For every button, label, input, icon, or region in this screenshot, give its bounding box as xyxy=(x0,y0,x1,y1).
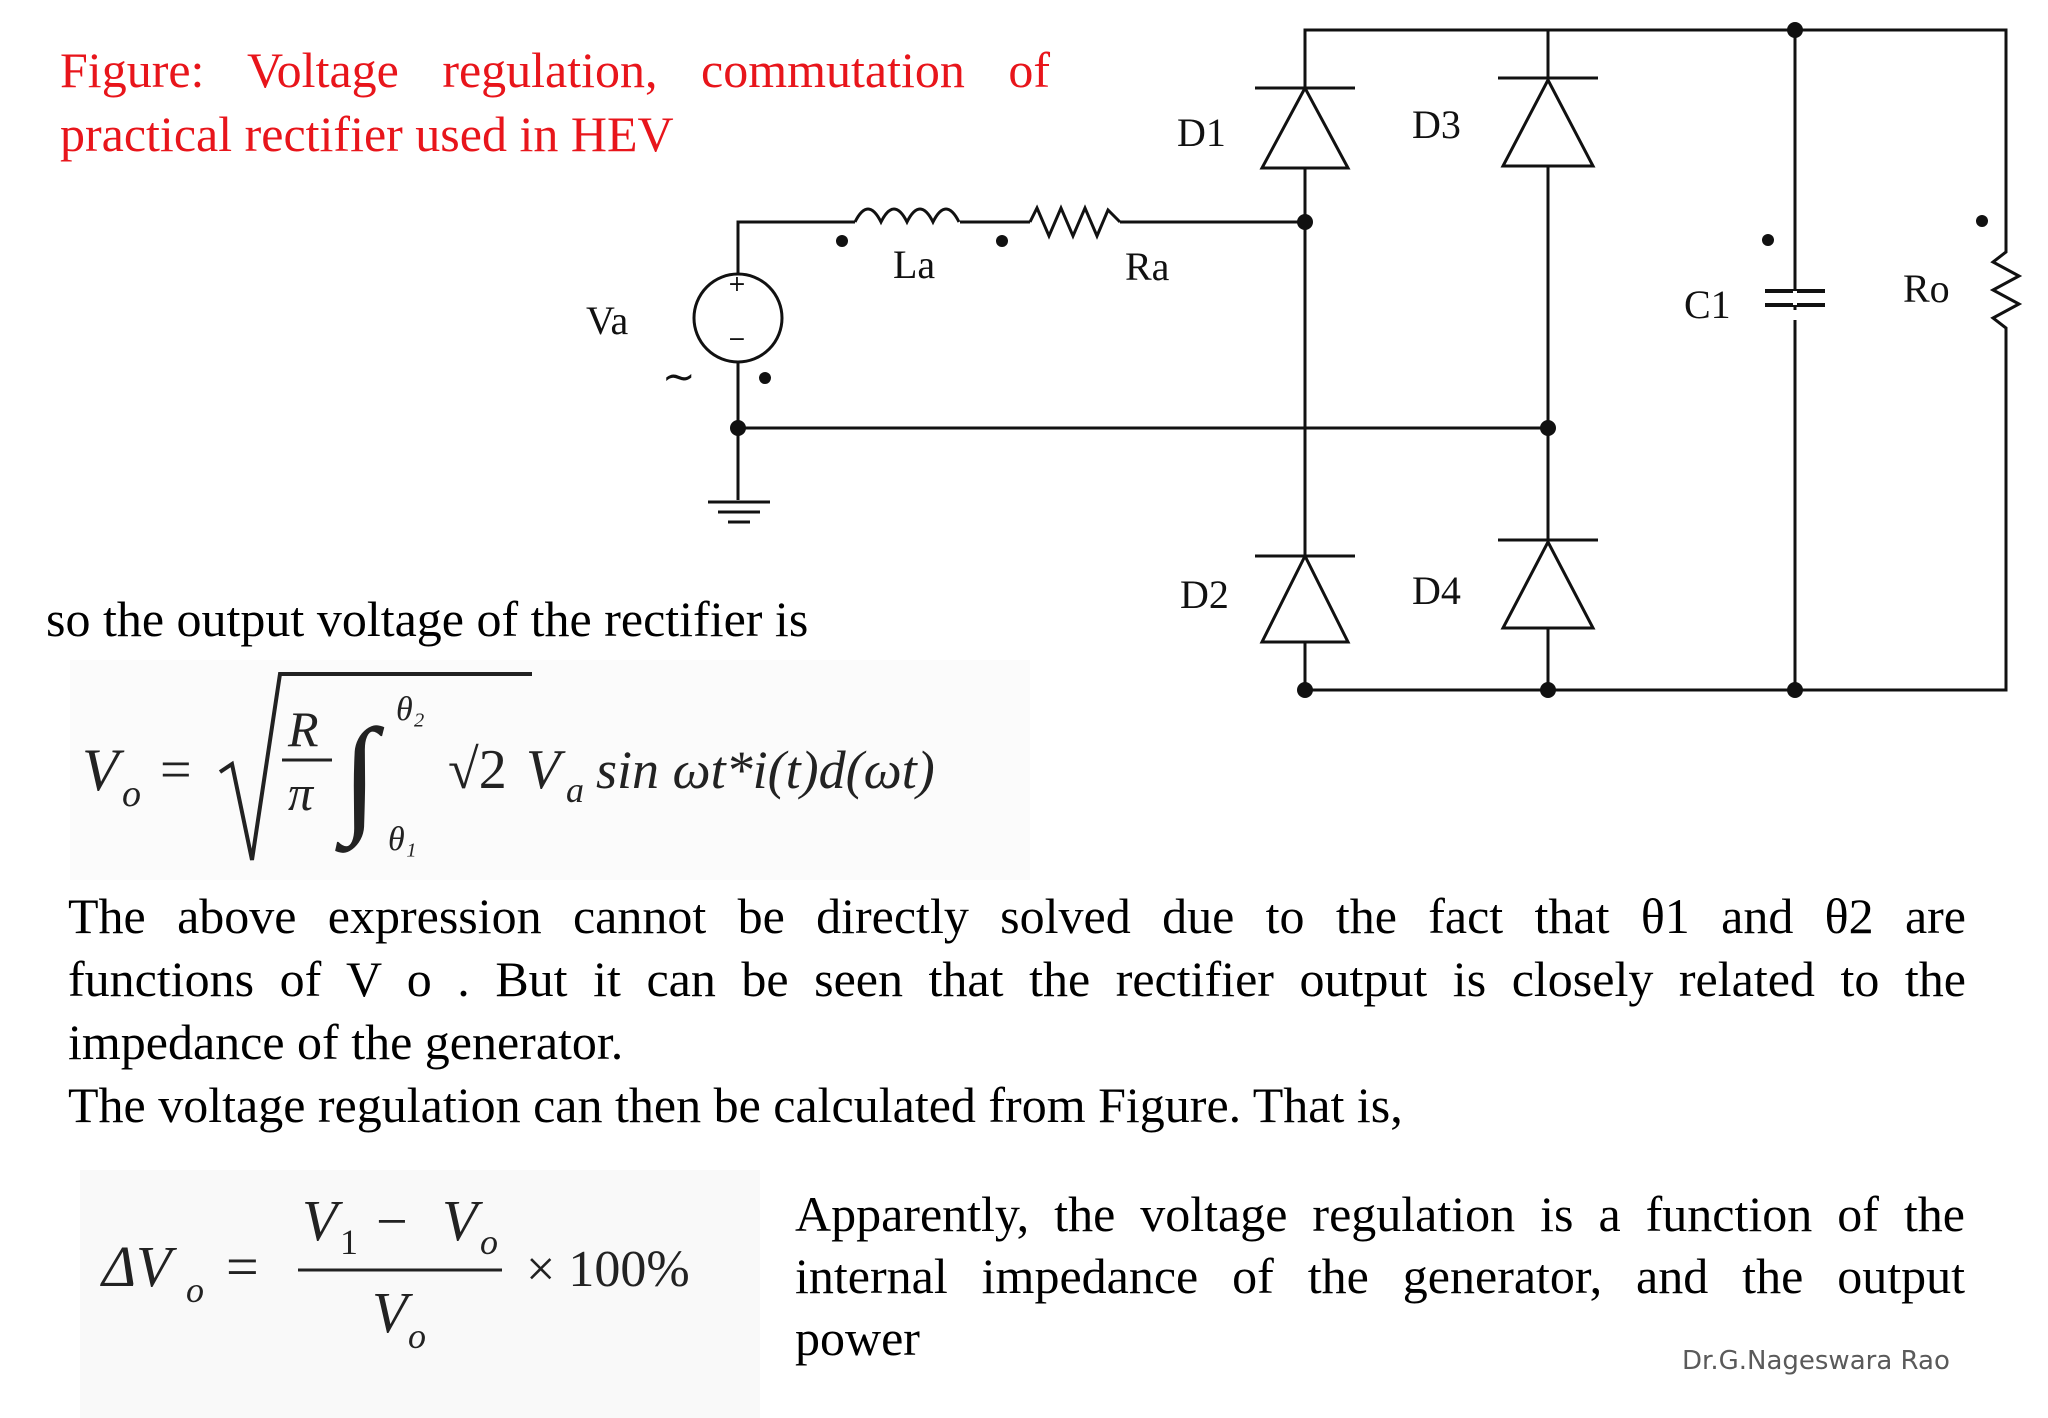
eq2-lhs-sub: o xyxy=(186,1270,204,1310)
caption-line-2: practical rectifier used in HEV xyxy=(60,106,674,162)
eq1-lhs: V xyxy=(82,737,125,803)
capacitor-label: C1 xyxy=(1684,282,1731,327)
figure-caption: Figure: Voltage regulation, commutation … xyxy=(60,38,1050,166)
eq1-body: V xyxy=(526,739,566,801)
load-resistor-icon xyxy=(1989,240,2023,350)
eq1-lower: θ₁ xyxy=(388,821,417,858)
source-label: Va xyxy=(586,298,628,343)
output-voltage-equation: V o = R π ∫ θ₂ θ₁ √2 V a sin ωt*i(t)d(ωt… xyxy=(70,660,1030,880)
source-top-wire xyxy=(736,220,855,276)
eq2-equals: = xyxy=(226,1234,259,1299)
eq2-lhs: ΔV xyxy=(100,1234,178,1299)
eq1-sqrt2: √2 xyxy=(448,739,507,801)
integral-sign-icon: ∫ xyxy=(334,703,384,853)
eq2-num-a-sub: 1 xyxy=(340,1222,358,1262)
side-note: Apparently, the voltage regulation is a … xyxy=(795,1183,1965,1369)
eq2-times: × 100% xyxy=(526,1241,690,1298)
paragraph-1-line-3: impedance of the generator. xyxy=(68,1014,624,1070)
side-note-line-1: Apparently, the voltage regulation is a … xyxy=(795,1186,1965,1242)
side-note-line-2: internal impedance of the generator, and… xyxy=(795,1248,1965,1304)
paragraph-1-line-2: functions of V o . But it can be seen th… xyxy=(68,951,1966,1007)
ground-icon xyxy=(708,500,770,524)
paragraph-2: The voltage regulation can then be calcu… xyxy=(68,1077,1403,1133)
diode-d1-label: D1 xyxy=(1177,110,1226,155)
svg-text:−: − xyxy=(728,327,746,352)
author-credit: Dr.G.Nageswara Rao xyxy=(1682,1346,1950,1376)
inductor-label: La xyxy=(893,242,935,287)
inductor-icon xyxy=(853,207,961,226)
junction-dots xyxy=(730,22,1988,698)
sqrt-sign-icon xyxy=(218,672,532,861)
eq2-den: V xyxy=(372,1280,414,1345)
eq1-R: R xyxy=(287,701,319,757)
eq1-pi: π xyxy=(288,765,315,821)
diode-d3-label: D3 xyxy=(1412,102,1461,147)
side-note-line-3: power xyxy=(795,1310,920,1366)
bridge-outline-wire xyxy=(1303,28,2008,692)
eq1-equals: = xyxy=(160,739,192,801)
resistor-icon xyxy=(1028,204,1122,240)
diode-d3-icon xyxy=(1498,76,1598,168)
diode-d4-icon xyxy=(1498,538,1598,630)
caption-line-1: Figure: Voltage regulation, commutation … xyxy=(60,42,1050,98)
paragraph-1-line-1: The above expression cannot be directly … xyxy=(68,888,1966,944)
diode-d1-icon xyxy=(1255,84,1355,170)
load-label: Ro xyxy=(1903,266,1950,311)
diode-d2-label: D2 xyxy=(1180,572,1229,617)
ac-source-icon: + − xyxy=(692,272,784,364)
voltage-regulation-equation: ΔV o = V 1 − V o V o × 100% xyxy=(80,1170,760,1418)
intro-text: so the output voltage of the rectifier i… xyxy=(46,591,809,647)
eq1-lhs-sub: o xyxy=(122,773,141,815)
eq1-upper: θ₂ xyxy=(396,691,425,728)
diode-d2-icon xyxy=(1255,552,1355,644)
svg-text:+: + xyxy=(728,272,746,297)
eq1-body-sub: a xyxy=(566,770,584,810)
paragraph-1: The above expression cannot be directly … xyxy=(68,885,1966,1011)
eq2-num-b: V xyxy=(442,1188,484,1253)
source-bottom-wire xyxy=(736,362,1548,430)
eq1-tail: sin ωt*i(t)d(ωt) xyxy=(596,740,935,800)
eq2-den-sub: o xyxy=(408,1316,426,1356)
diode-d4-label: D4 xyxy=(1412,568,1461,613)
eq2-num-b-sub: o xyxy=(480,1222,498,1262)
eq2-num-a: V xyxy=(302,1188,344,1253)
eq2-minus: − xyxy=(376,1191,408,1253)
resistor-label: Ra xyxy=(1125,244,1170,289)
ac-tilde-icon: ~ xyxy=(662,354,696,400)
